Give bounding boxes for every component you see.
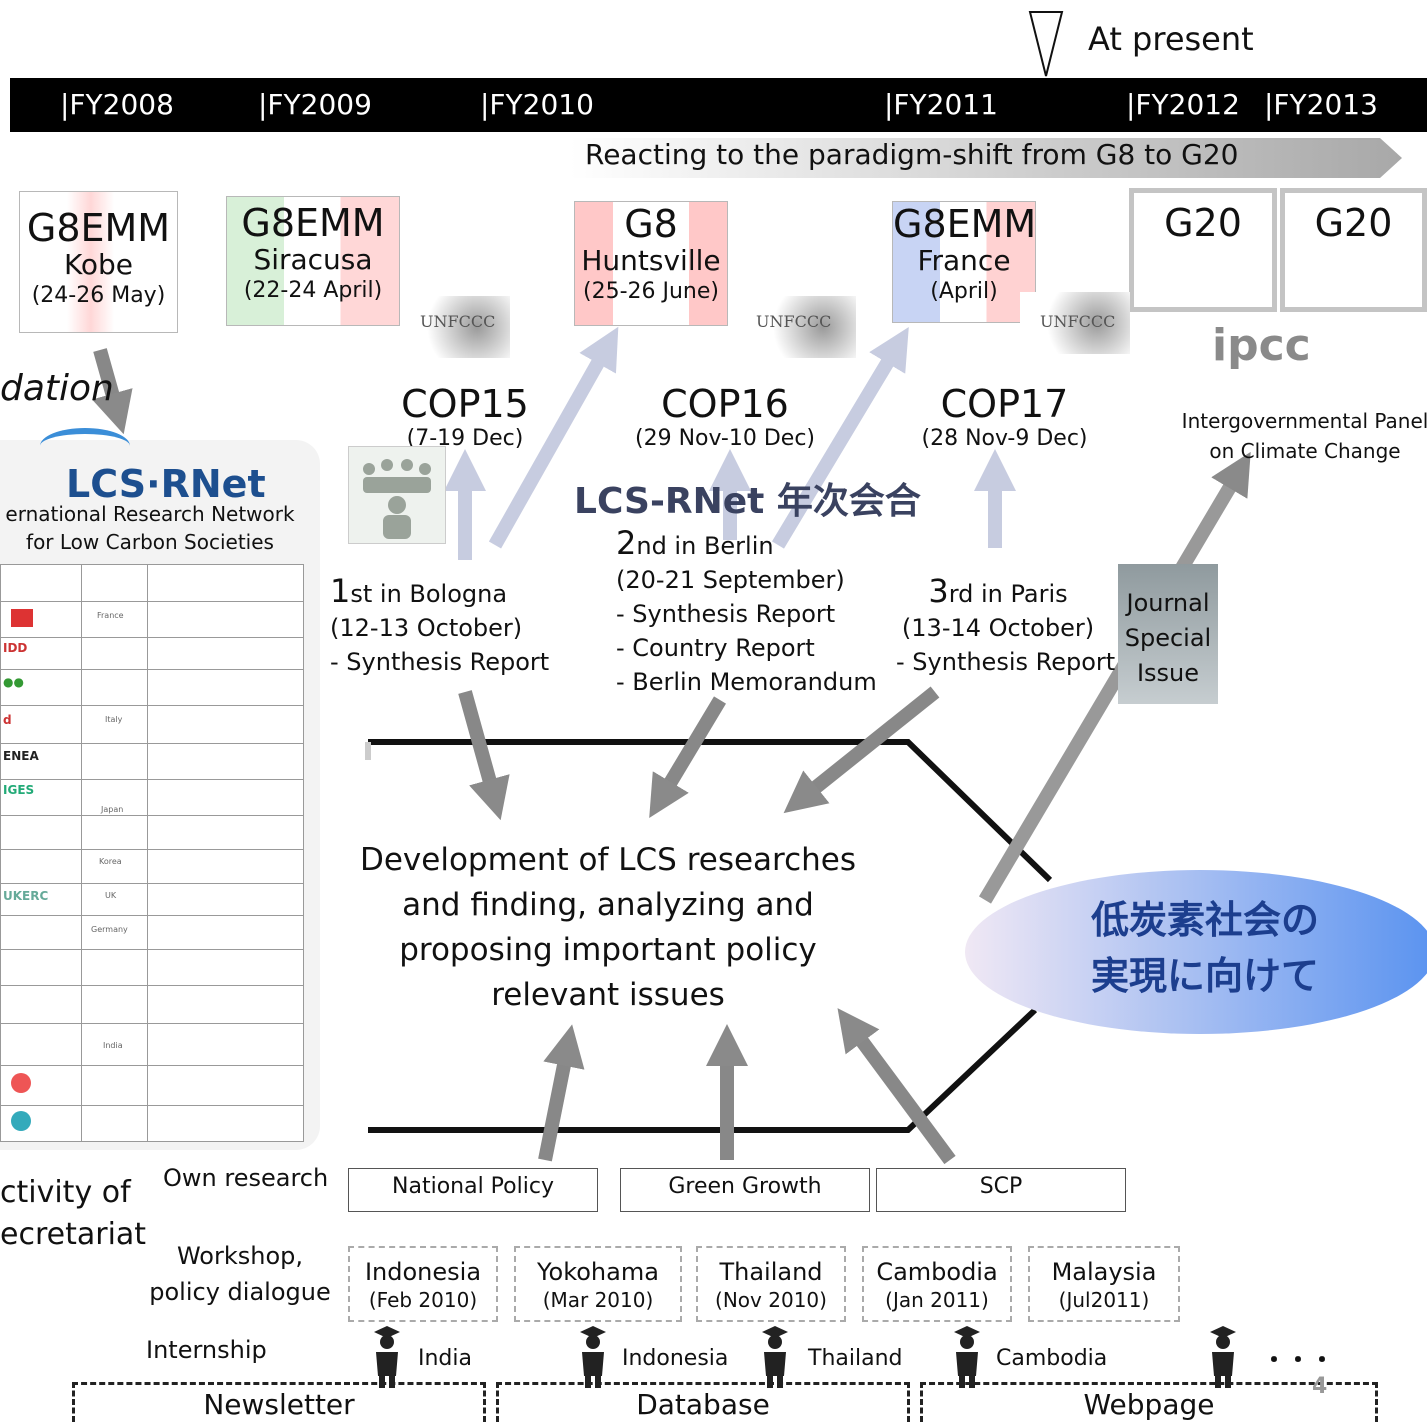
meeting-date: (25-26 June)	[583, 279, 719, 304]
meeting-place: Huntsville	[581, 244, 721, 277]
fy-label: |FY2010	[480, 88, 594, 121]
webpage-box: Webpage	[920, 1382, 1378, 1422]
member-logo-icon: d	[3, 713, 12, 727]
country-cell: Japan	[101, 805, 124, 814]
internship-label: Internship	[146, 1336, 267, 1364]
meeting-date: (April)	[930, 279, 998, 304]
meeting-kobe: G8EMM Kobe (24-26 May)	[19, 191, 178, 333]
lcs-swoosh-icon	[40, 428, 130, 464]
unfccc-logo-icon: UNFCCC	[1020, 292, 1130, 354]
meeting-date: (24-26 May)	[31, 283, 166, 308]
member-logo-icon: IDD	[3, 641, 28, 655]
timeline-bar	[10, 78, 1427, 132]
country-cell: India	[103, 1041, 123, 1050]
meeting-siracusa: G8EMM Siracusa (22-24 April)	[226, 196, 400, 326]
present-marker-icon	[1028, 11, 1064, 77]
meeting-france: G8EMM France (April)	[892, 201, 1036, 323]
meeting-date: (22-24 April)	[243, 278, 383, 303]
member-logo-icon: ●●	[3, 675, 24, 689]
cop-name: COP16	[661, 382, 789, 426]
ipcc-logo: ipcc	[1212, 320, 1311, 371]
intern-country: Indonesia	[622, 1346, 729, 1371]
cop-date: (28 Nov-9 Dec)	[921, 426, 1088, 451]
unfccc-logo-icon: UNFCCC	[400, 296, 510, 358]
workshop-yokohama: Yokohama(Mar 2010)	[514, 1246, 682, 1322]
member-logo-icon: ENEA	[3, 749, 39, 763]
cop17: COP17 (28 Nov-9 Dec)	[912, 382, 1097, 451]
intern-country: Thailand	[808, 1346, 903, 1371]
research-green-growth: Green Growth	[620, 1168, 870, 1212]
annual-meeting-paris: 3rd in Paris (13-14 October) - Synthesis…	[896, 572, 1116, 676]
center-research-text: Development of LCS researches and findin…	[359, 842, 857, 1013]
annual-meeting-title: LCS-RNet 年次会合	[574, 481, 921, 522]
newsletter-box: Newsletter	[72, 1382, 486, 1422]
cop15: COP15 (7-19 Dec)	[390, 382, 540, 451]
graduate-person-icon	[580, 1326, 606, 1388]
annual-meeting-bologna: 1st in Bologna (12-13 October) - Synthes…	[330, 572, 550, 676]
meeting-place: France	[917, 244, 1011, 277]
page-number: 4	[1312, 1374, 1328, 1399]
country-cell: Italy	[105, 715, 123, 724]
meeting-name: G8EMM	[893, 202, 1037, 246]
research-national-policy: National Policy	[348, 1168, 598, 1212]
fy-label: |FY2011	[884, 88, 998, 121]
annual-meeting-berlin: 2nd in Berlin (20-21 September) - Synthe…	[616, 524, 877, 696]
paradigm-arrow	[570, 138, 1402, 178]
workshop-malaysia: Malaysia(Jul2011)	[1028, 1246, 1180, 1322]
meeting-name: G8	[624, 202, 678, 246]
left-partial-text: dation	[0, 368, 114, 409]
cop16: COP16 (29 Nov-10 Dec)	[630, 382, 820, 451]
meeting-huntsville: G8 Huntsville (25-26 June)	[574, 201, 728, 326]
workshop-indonesia: Indonesia(Feb 2010)	[348, 1246, 498, 1322]
cop-name: COP15	[401, 382, 529, 426]
intern-ellipsis: ・・・	[1262, 1346, 1334, 1374]
meeting-people-icon	[348, 446, 446, 544]
graduate-person-icon	[374, 1326, 400, 1388]
at-present-label: At present	[1088, 20, 1254, 58]
graduate-person-icon	[954, 1326, 980, 1388]
meeting-name: G8EMM	[26, 206, 171, 250]
database-box: Database	[496, 1382, 910, 1422]
fy-label: |FY2009	[258, 88, 372, 121]
meeting-place: Kobe	[63, 248, 134, 281]
country-cell: UK	[105, 891, 117, 900]
member-logo-icon	[11, 1073, 31, 1093]
workshop-label: Workshop,policy dialogue	[149, 1242, 331, 1306]
goal-ellipse	[965, 870, 1427, 1034]
own-research-label: Own research	[163, 1164, 329, 1192]
country-cell: Germany	[91, 925, 128, 934]
member-logo-icon: UKERC	[3, 889, 49, 903]
meeting-g20: G20	[1129, 188, 1277, 312]
research-scp: SCP	[876, 1168, 1126, 1212]
goal-text: 低炭素社会の実現に向けて	[1090, 898, 1319, 998]
fy-label: |FY2008	[60, 88, 174, 121]
meeting-g20: G20	[1280, 188, 1427, 312]
intern-country: India	[418, 1346, 472, 1371]
member-logo-icon	[11, 1111, 31, 1131]
cop-name: COP17	[940, 382, 1069, 426]
member-logo-icon	[11, 609, 33, 627]
country-cell: Korea	[99, 857, 122, 866]
graduate-person-icon	[762, 1326, 788, 1388]
intern-country: Cambodia	[996, 1346, 1108, 1371]
meeting-place: Siracusa	[253, 243, 373, 276]
cop-date: (29 Nov-10 Dec)	[635, 426, 815, 451]
member-table: France Italy Japan Korea UK Germany Indi…	[0, 564, 304, 1142]
graduate-person-icon	[1210, 1326, 1236, 1388]
country-cell: France	[97, 611, 124, 620]
fy-label: |FY2012	[1126, 88, 1240, 121]
workshop-thailand: Thailand(Nov 2010)	[696, 1246, 846, 1322]
member-logo-icon: IGES	[3, 783, 35, 797]
workshop-cambodia: Cambodia(Jan 2011)	[862, 1246, 1012, 1322]
lcs-rnet-logo: LCS·RNet	[66, 462, 266, 506]
unfccc-logo-icon: UNFCCC	[746, 296, 856, 358]
meeting-name: G8EMM	[241, 201, 385, 245]
paradigm-shift-text: Reacting to the paradigm-shift from G8 t…	[585, 138, 1239, 171]
fy-label: |FY2013	[1264, 88, 1378, 121]
